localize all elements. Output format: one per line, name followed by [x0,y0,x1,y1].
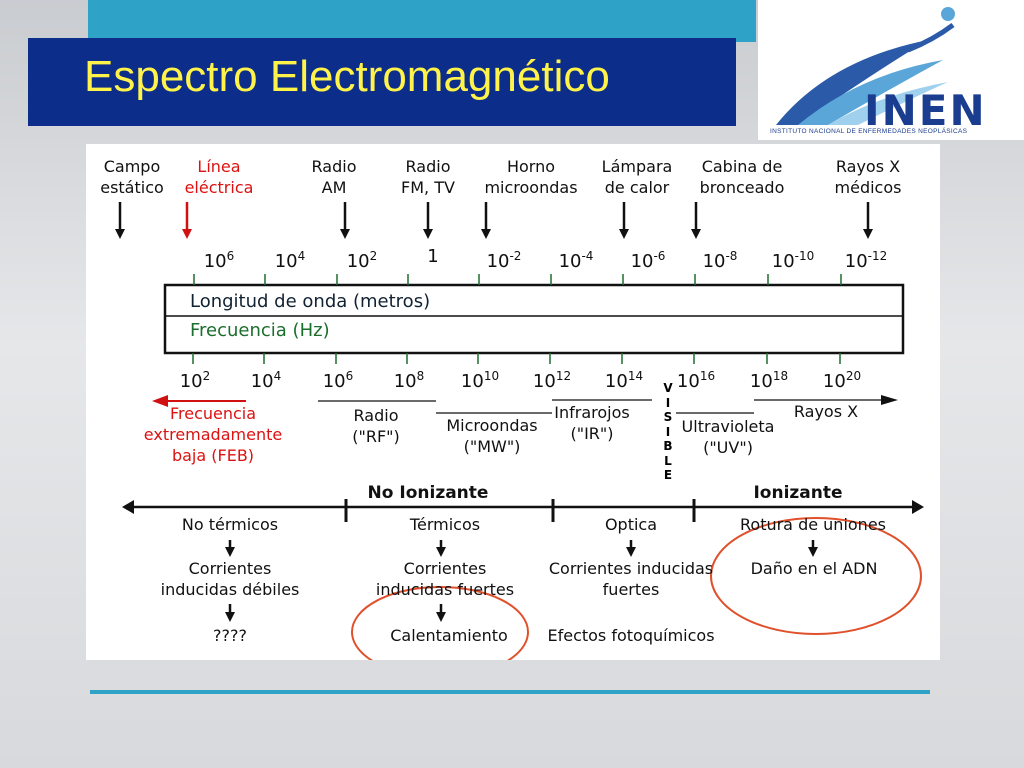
effect-result: Calentamiento [390,626,508,645]
accent-bar [88,0,756,42]
effect-current: Corrientes inducidas débiles [160,559,300,599]
logo-waves-icon [776,7,955,125]
effect-current: Corrientes inducidas fuertes [548,559,714,599]
source-label: Línea eléctrica [184,157,254,197]
source-label: Lámpara de calor [601,157,673,197]
region-radio: Radio ("RF") [352,406,400,446]
wavelength-tick-label: 10-10 [771,249,815,272]
wavelength-tick-label: 104 [274,249,306,272]
region-xray: Rayos X [793,402,859,421]
highlight-circle-heating [351,586,529,660]
frequency-tick-label: 1016 [676,369,716,392]
source-label: Campo estático [100,157,164,197]
frequency-tick-label: 1014 [604,369,644,392]
effect-arrow [225,547,235,557]
source-label: Horno microondas [484,157,578,197]
effect-category: Rotura de uniones [740,515,886,534]
frequency-tick-label: 1012 [532,369,572,392]
wavelength-tick-label: 106 [203,249,235,272]
logo-wordmark: INEN [864,86,987,135]
wavelength-axis-label: Longitud de onda (metros) [190,291,431,312]
effect-arrow [626,547,636,557]
logo-subtitle: INSTITUTO NACIONAL DE ENFERMEDADES NEOPL… [770,128,968,135]
source-label: Radio FM, TV [401,157,455,197]
effect-category: No térmicos [181,515,279,534]
frequency-axis-label: Frecuencia (Hz) [190,320,330,341]
frequency-tick-label: 104 [250,369,282,392]
source-arrow [423,229,433,239]
inen-logo: INEN INSTITUTO NACIONAL DE ENFERMEDADES … [758,0,1024,140]
effect-category: Térmicos [409,515,481,534]
source-arrow [481,229,491,239]
source-label: Cabina de bronceado [699,157,785,197]
source-arrow [619,229,629,239]
wavelength-tick-label: 10-2 [486,249,522,272]
source-arrow [340,229,350,239]
effect-result: Efectos fotoquímicos [547,626,715,645]
effect-current: Daño en el ADN [750,559,878,578]
source-arrow [863,229,873,239]
region-infrared: Infrarojos ("IR") [554,403,630,443]
frequency-tick-label: 108 [393,369,425,392]
effect-arrow [436,547,446,557]
title-banner: Espectro Electromagnético [28,38,736,126]
effect-arrow [808,547,818,557]
frequency-tick-label: 1018 [749,369,789,392]
ionization-right-arrowhead [912,500,924,514]
region-microwave: Microondas ("MW") [446,416,538,456]
xray-arrowhead [881,395,898,405]
highlight-circle-dna [710,517,922,635]
ionization-left-arrowhead [122,500,134,514]
source-arrow [115,229,125,239]
source-label: Rayos X médicos [834,157,902,197]
spectrum-diagram: Campo estático Línea eléctrica Radio AM … [86,144,940,660]
effect-category: Optica [604,515,658,534]
source-label: Radio AM [311,157,357,197]
wavelength-tick-label: 10-8 [702,249,738,272]
result-arrow [436,612,446,622]
diagram-graphics [115,202,924,660]
frequency-tick-label: 1010 [460,369,500,392]
region-feb: Frecuencia extremadamente baja (FEB) [143,404,283,465]
region-ultraviolet: Ultravioleta ("UV") [681,417,775,457]
source-arrow [182,229,192,239]
frequency-tick-label: 1020 [822,369,862,392]
non-ionizing-label: No Ionizante [367,483,489,503]
bottom-divider [90,690,930,694]
effect-current: Corrientes inducidas fuertes [375,559,515,599]
slide-title: Espectro Electromagnético [84,52,610,101]
wavelength-tick-label: 10-4 [558,249,594,272]
wavelength-tick-label: 1 [427,246,439,267]
result-arrow [225,612,235,622]
effect-result: ???? [213,626,247,645]
region-visible: V I S I B L E [663,381,673,482]
wavelength-tick-label: 10-12 [844,249,888,272]
frequency-tick-label: 106 [322,369,354,392]
wavelength-tick-label: 10-6 [630,249,666,272]
ionizing-label: Ionizante [753,483,843,503]
frequency-tick-label: 102 [179,369,211,392]
source-arrow [691,229,701,239]
wavelength-tick-label: 102 [346,249,378,272]
feb-arrowhead [152,395,168,407]
spectrum-band [163,283,905,355]
